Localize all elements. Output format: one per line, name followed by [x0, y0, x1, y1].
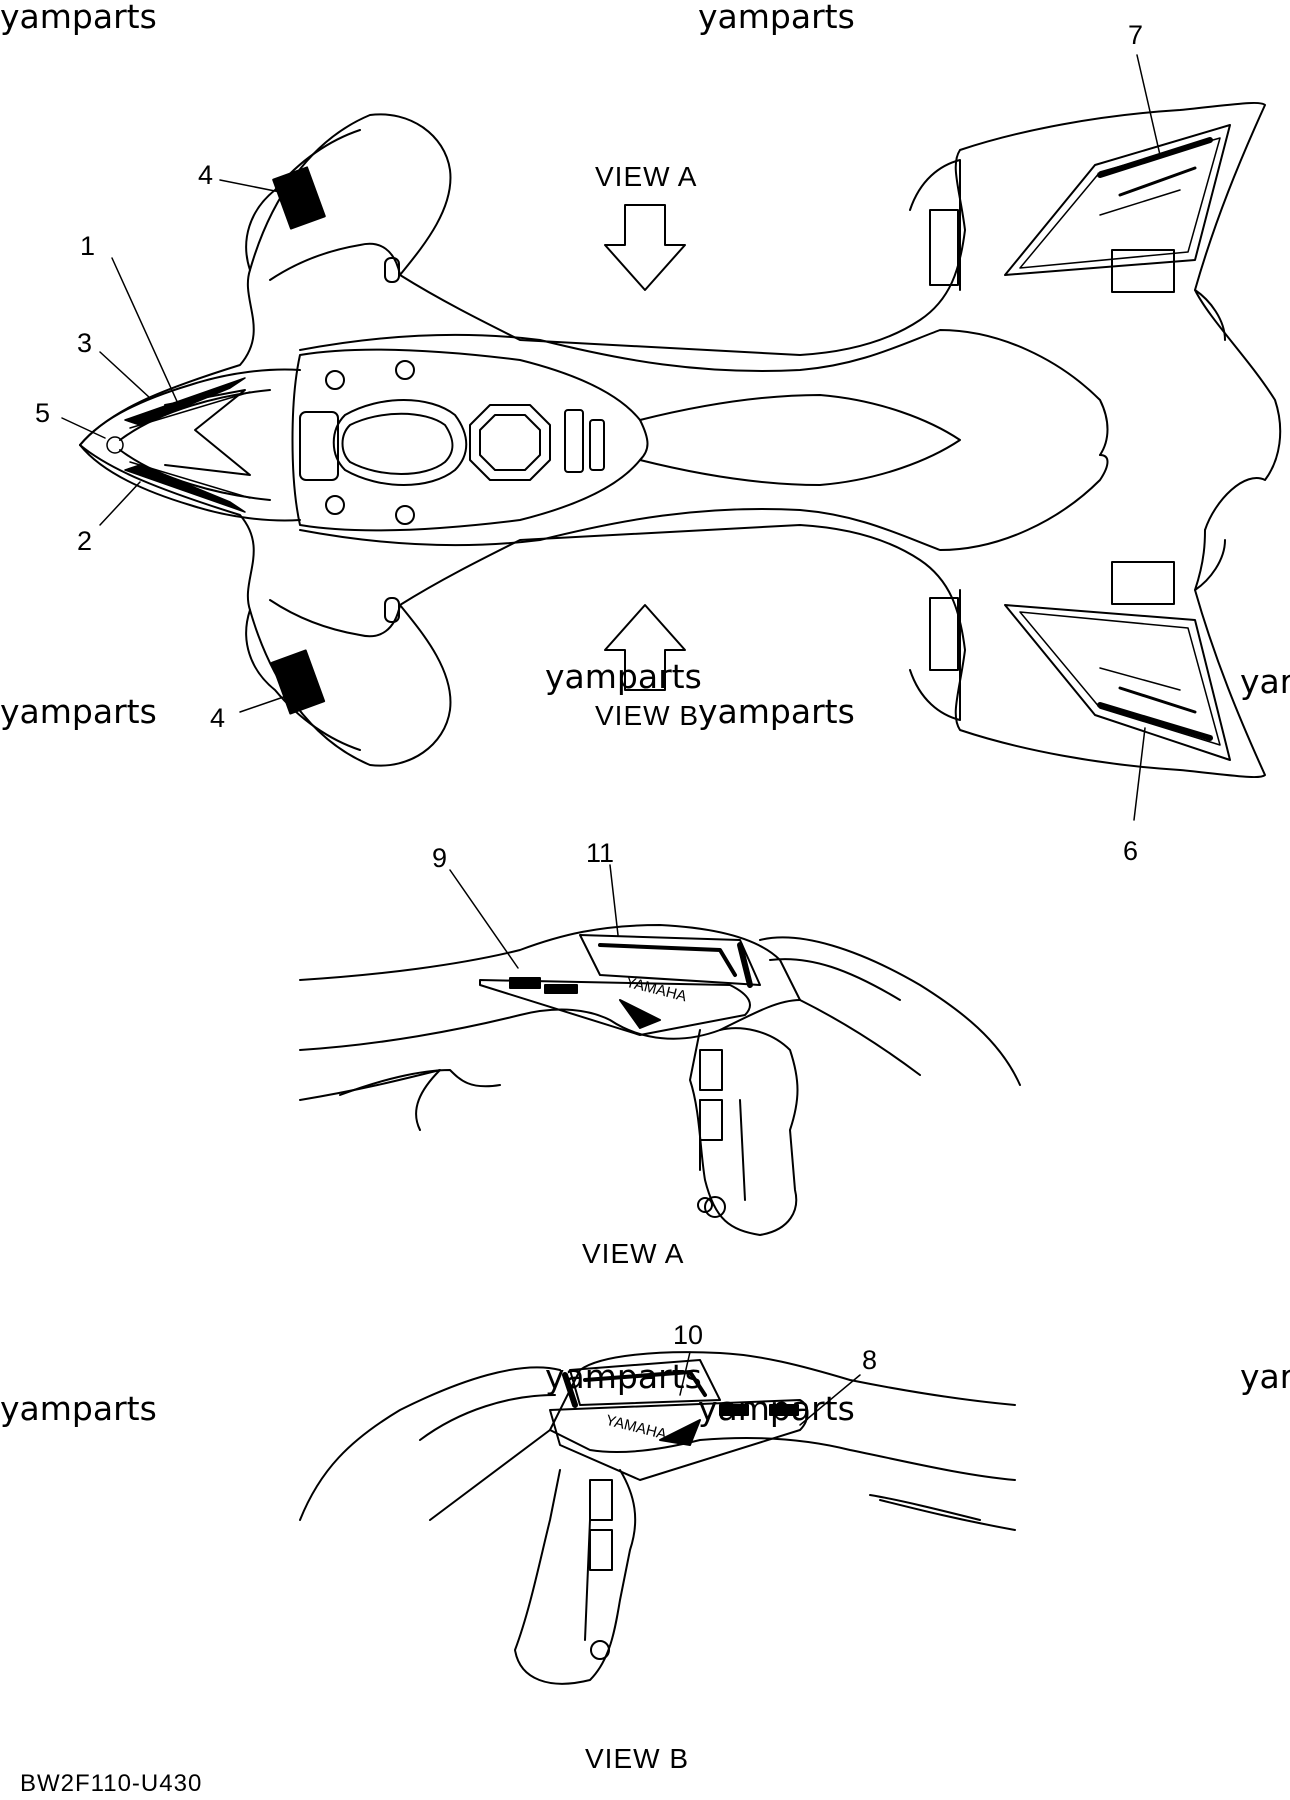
decal-4-upper	[272, 166, 326, 230]
decal-6	[1004, 604, 1231, 761]
callout-9: 9	[432, 843, 448, 873]
diagram-code: BW2F110-U430	[20, 1770, 203, 1797]
decal-4-lower	[270, 649, 326, 715]
callout-10: 10	[673, 1320, 704, 1350]
view-b-title: VIEW B	[585, 1743, 690, 1774]
watermark-2: yamparts	[698, 0, 855, 36]
top-view-body	[79, 101, 1282, 779]
view-a-title: VIEW A	[582, 1238, 685, 1269]
watermark-1: yamparts	[0, 0, 157, 36]
callout-3: 3	[77, 328, 93, 358]
view-b-arrow-label: VIEW B	[595, 700, 700, 731]
callout-4-upper: 4	[198, 160, 214, 190]
callout-8: 8	[862, 1345, 878, 1375]
leader-lines-view-b	[679, 1351, 861, 1426]
watermark-10: yar	[1240, 1357, 1290, 1396]
view-b-arrow	[604, 604, 686, 691]
view-a-drawing	[299, 924, 1021, 1236]
view-a-arrow-label: VIEW A	[595, 161, 698, 192]
callout-2: 2	[77, 526, 93, 556]
watermark-5: yamparts	[698, 692, 855, 731]
watermark-6: yar	[1240, 662, 1290, 701]
watermark-7: yamparts	[0, 1389, 157, 1428]
view-a-arrow	[604, 204, 686, 291]
decal-stripes-front	[106, 377, 251, 513]
callout-1: 1	[80, 231, 96, 261]
watermark-8: yamparts	[545, 1357, 702, 1396]
callout-5: 5	[35, 398, 51, 428]
leader-lines-top	[61, 54, 1161, 821]
watermark-9: yamparts	[698, 1389, 855, 1428]
view-b-drawing	[299, 1351, 1016, 1685]
callout-7: 7	[1128, 20, 1144, 50]
decal-7	[1004, 124, 1231, 276]
callout-11: 11	[586, 838, 615, 868]
watermark-3: yamparts	[0, 692, 157, 731]
callout-6: 6	[1123, 836, 1139, 866]
callout-4-lower: 4	[210, 703, 226, 733]
leader-lines-view-a	[449, 864, 619, 969]
watermark-4: yamparts	[545, 657, 702, 696]
